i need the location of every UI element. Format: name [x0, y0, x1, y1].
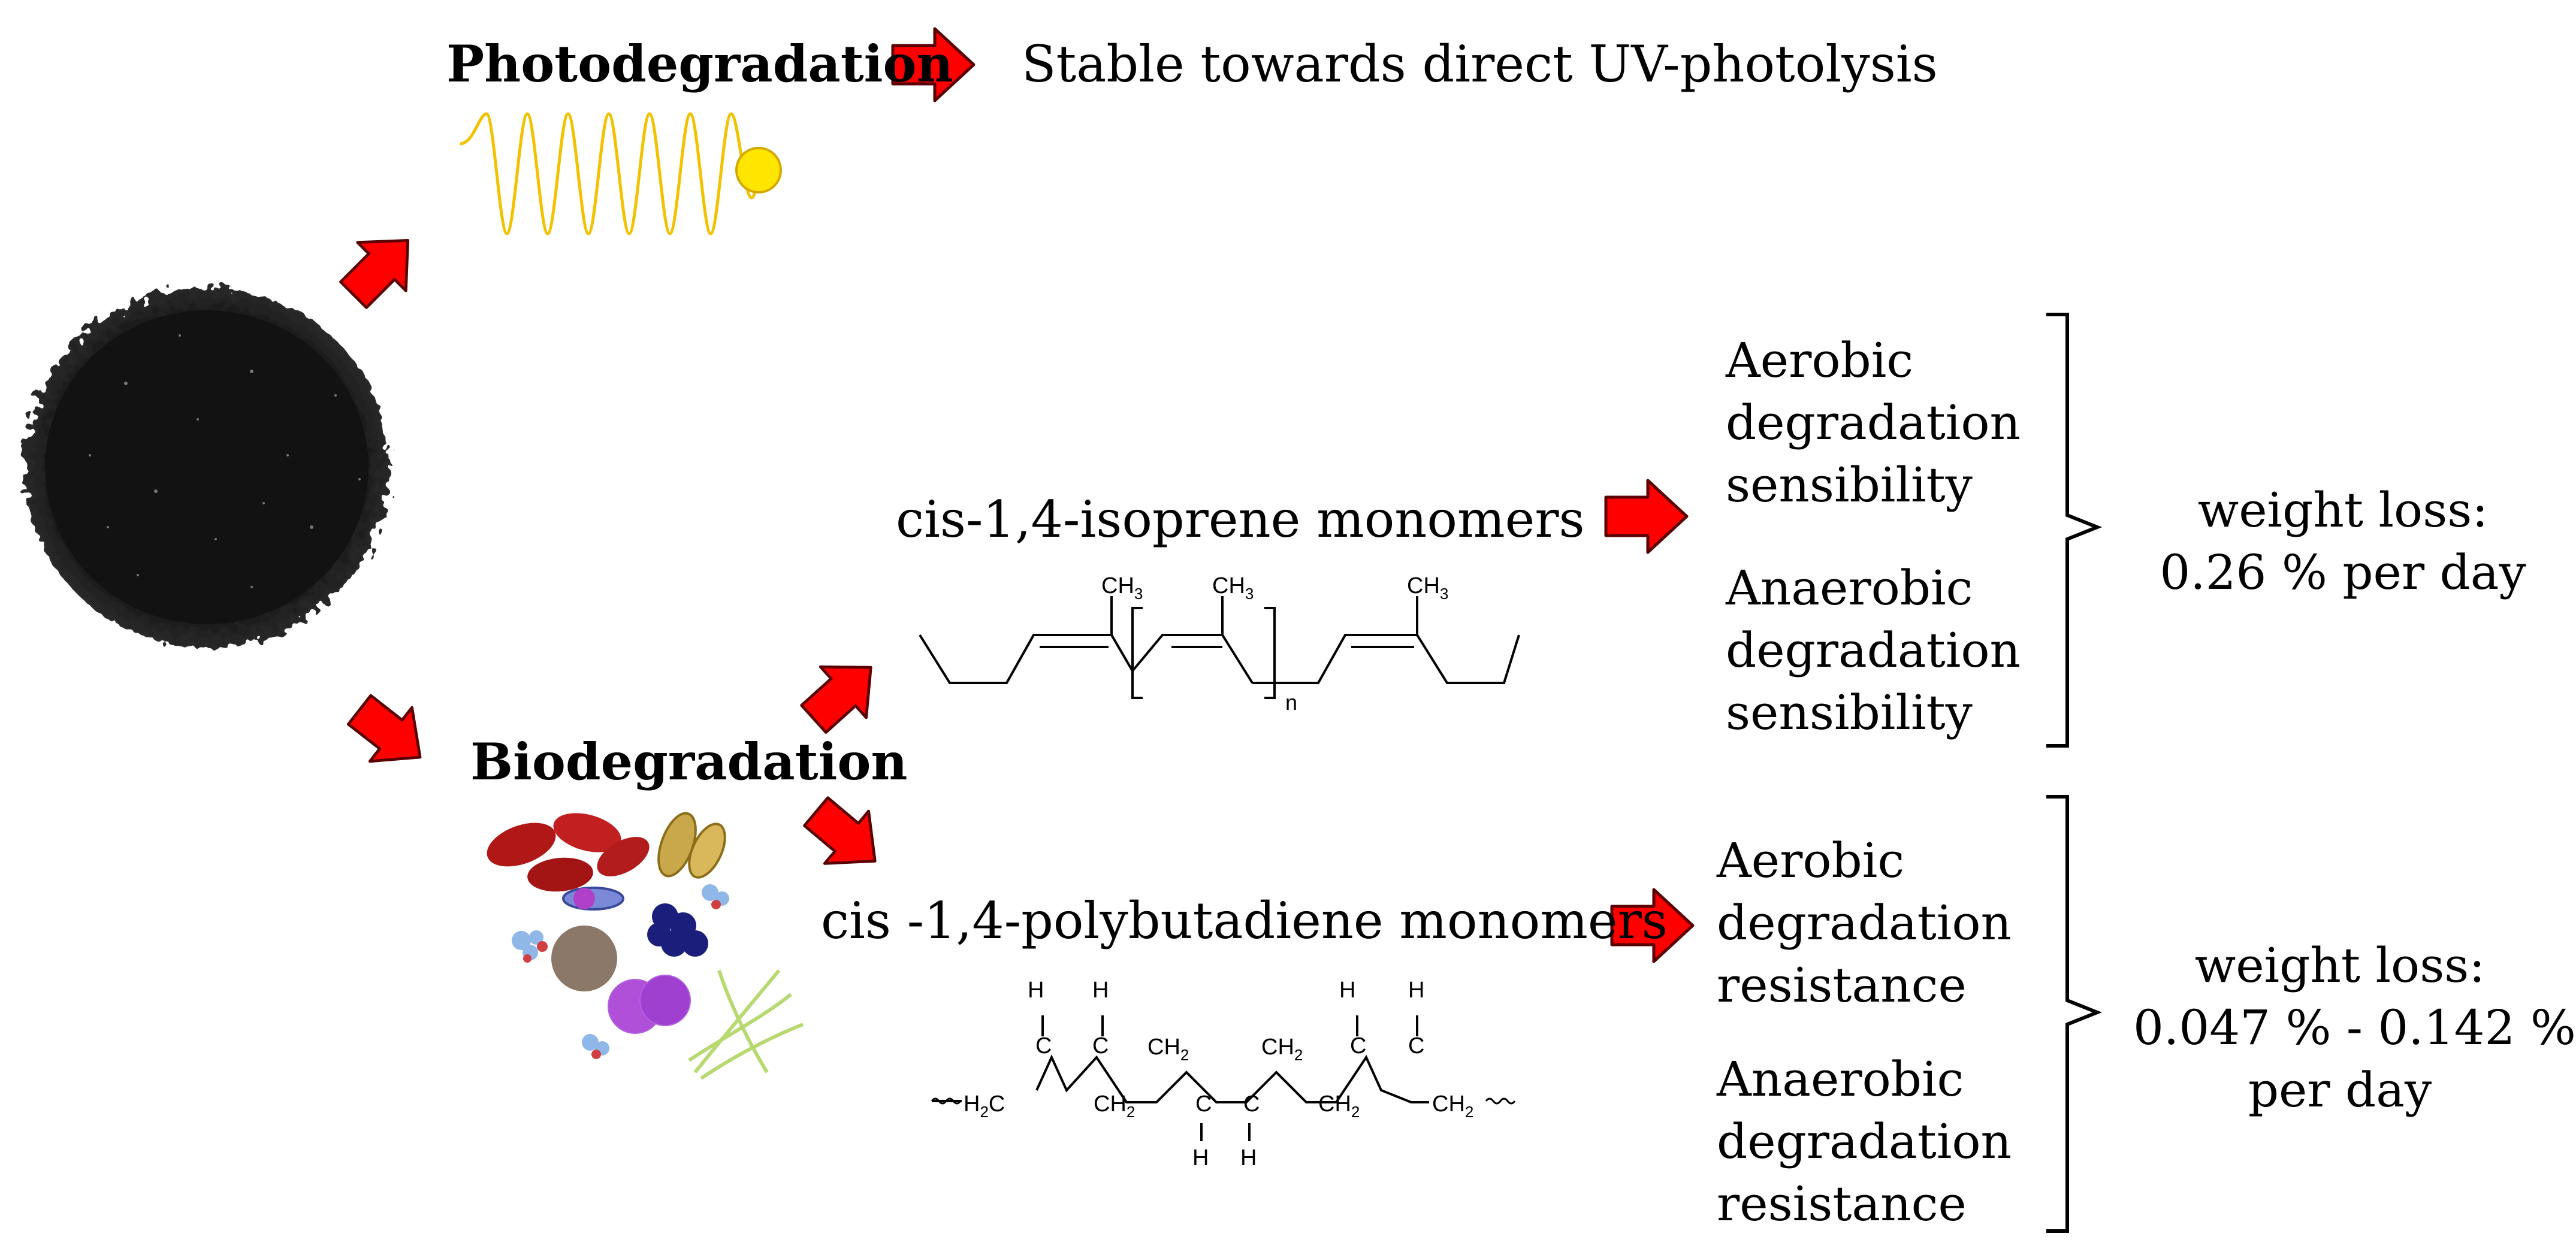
pb-h-6: H: [1408, 978, 1424, 1003]
polybutadiene-label: cis -1,4-polybutadiene monomers: [821, 891, 1668, 950]
rubber-granules-icon: [24, 288, 389, 647]
pb-ch2-2: CH2: [1094, 1091, 1135, 1121]
pb-c-4: C: [1243, 1091, 1260, 1117]
pb-h-3: H: [1192, 1145, 1209, 1171]
isoprene-repeat-n: n: [1285, 690, 1297, 715]
pb-h2c: H2C: [964, 1091, 1005, 1121]
arrow-isoprene-result: [1606, 480, 1687, 552]
pb-h-5: H: [1339, 978, 1355, 1003]
polybutadiene-brace: [2046, 795, 2103, 1233]
isoprene-structure: [919, 596, 1520, 699]
isoprene-methyl-3: CH3: [1407, 573, 1448, 603]
pb-c-2: C: [1092, 1033, 1109, 1059]
photodegradation-title: Photodegradation: [446, 34, 953, 93]
pb-ch2-3: CH2: [1261, 1035, 1303, 1064]
pb-c-5: C: [1350, 1033, 1366, 1059]
arrow-to-polybutadiene: [794, 785, 897, 887]
arrow-to-isoprene: [791, 642, 894, 745]
isoprene-methyl-1: CH3: [1101, 573, 1143, 603]
microorganisms-icon: [487, 812, 804, 1080]
pb-ch2-5: CH2: [1432, 1091, 1473, 1121]
isoprene-weight-loss: weight loss:0.26 % per day: [2160, 482, 2526, 600]
pb-chain-end-left: [931, 1097, 962, 1105]
pb-h-1: H: [1028, 978, 1044, 1003]
arrow-to-biodegradation: [339, 683, 441, 784]
uv-wave-icon: [460, 112, 758, 235]
pb-chain-end-right: [1485, 1097, 1516, 1105]
isoprene-brace: [2046, 313, 2103, 748]
polybutadiene-weight-loss: weight loss:0.047 % - 0.142 %per day: [2133, 938, 2576, 1118]
pb-h-2: H: [1092, 978, 1109, 1003]
biodegradation-title: Biodegradation: [470, 732, 908, 791]
isoprene-label: cis-1,4-isoprene monomers: [896, 490, 1585, 549]
pb-c-1: C: [1035, 1033, 1052, 1059]
pb-ch2-4: CH2: [1318, 1091, 1360, 1121]
pb-c-3: C: [1195, 1091, 1212, 1117]
polybutadiene-structure: [932, 1015, 1429, 1141]
pb-h-4: H: [1240, 1145, 1257, 1171]
pb-c-6: C: [1408, 1033, 1424, 1059]
arrow-to-photodegradation: [330, 216, 432, 319]
pb-ch2-1: CH2: [1147, 1035, 1189, 1064]
photodegradation-result: Stable towards direct UV-photolysis: [1022, 35, 1938, 93]
sun-icon: [735, 147, 782, 193]
isoprene-methyl-2: CH3: [1212, 573, 1254, 603]
